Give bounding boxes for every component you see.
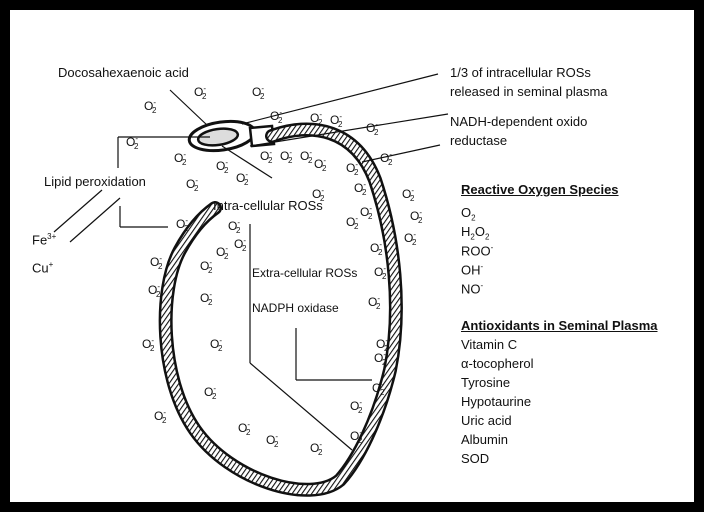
superoxide-marker: O-2 <box>310 440 323 458</box>
superoxide-marker: O-2 <box>366 120 379 138</box>
superoxide-marker: O-2 <box>346 160 359 178</box>
ros-list-title: Reactive Oxygen Species <box>461 182 619 197</box>
antioxidant-item: SOD <box>461 451 490 466</box>
intracellular-release-label-line2: released in seminal plasma <box>450 84 608 99</box>
extracellular-ros-label: Extra-cellular ROSs <box>252 266 358 280</box>
superoxide-marker: O-2 <box>300 148 313 166</box>
superoxide-marker: O-2 <box>368 294 381 312</box>
ros-item-superoxide: O2 <box>461 205 476 223</box>
superoxide-marker: O-2 <box>174 150 187 168</box>
superoxide-marker: O-2 <box>186 176 199 194</box>
dha-label: Docosahexaenoic acid <box>58 65 189 80</box>
antioxidant-item: Vitamin C <box>461 337 518 352</box>
ros-item-peroxyl: ROO- <box>461 243 494 259</box>
superoxide-marker: O-2 <box>236 170 249 188</box>
antioxidant-item: Hypotaurine <box>461 394 532 409</box>
diagram-panel: Docosahexaenoic acid 1/3 of intracellula… <box>10 10 694 502</box>
superoxide-marker: O-2 <box>360 204 373 222</box>
superoxide-marker: O-2 <box>148 282 161 300</box>
superoxide-marker: O-2 <box>238 420 251 438</box>
superoxide-marker: O-2 <box>370 240 383 258</box>
superoxide-marker: O-2 <box>280 148 293 166</box>
intracellular-ros-label: Intra-cellular ROSs <box>213 198 323 213</box>
sperm-tail <box>158 122 403 497</box>
superoxide-marker: O-2 <box>314 156 327 174</box>
superoxide-marker: O-2 <box>350 428 363 446</box>
superoxide-marker: O-2 <box>216 244 229 262</box>
superoxide-marker: O-2 <box>312 186 325 204</box>
leader-lines <box>53 73 449 451</box>
superoxide-marker: O-2 <box>402 186 415 204</box>
superoxide-marker: O-2 <box>374 264 387 282</box>
superoxide-marker: O-2 <box>260 148 273 166</box>
nadh-label-line2: reductase <box>450 133 508 148</box>
superoxide-marker: O-2 <box>410 208 423 226</box>
superoxide-marker: O-2 <box>234 236 247 254</box>
cu-label: Cu+ <box>32 260 54 276</box>
superoxide-marker: O-2 <box>150 254 163 272</box>
ros-item-nitric-oxide: NO- <box>461 281 484 297</box>
superoxide-marker: O-2 <box>330 112 343 130</box>
antioxidants-title: Antioxidants in Seminal Plasma <box>461 318 658 333</box>
superoxide-marker: O-2 <box>176 216 189 234</box>
ros-item-hydrogen-peroxide: H2O2 <box>461 224 490 242</box>
antioxidant-item: Tyrosine <box>461 375 511 390</box>
superoxide-marker: O-2 <box>200 258 213 276</box>
antioxidant-item: Albumin <box>461 432 508 447</box>
superoxide-marker: O-2 <box>346 214 359 232</box>
antioxidant-item: α-tocopherol <box>461 356 534 371</box>
superoxide-marker: O-2 <box>228 218 241 236</box>
superoxide-marker: O-2 <box>266 432 279 450</box>
nadh-label-line1: NADH-dependent oxido <box>450 114 588 129</box>
lipid-peroxidation-label: Lipid peroxidation <box>44 174 146 189</box>
nadph-oxidase-label: NADPH oxidase <box>252 301 339 315</box>
superoxide-marker: O-2 <box>216 158 229 176</box>
superoxide-marker: O-2 <box>126 134 139 152</box>
ros-item-hydroxyl: OH- <box>461 262 484 278</box>
superoxide-marker: O-2 <box>404 230 417 248</box>
superoxide-marker: O-2 <box>204 384 217 402</box>
superoxide-marker: O-2 <box>374 350 387 368</box>
superoxide-marker: O-2 <box>144 98 157 116</box>
superoxide-marker: O-2 <box>380 150 393 168</box>
fe-label: Fe3+ <box>32 232 57 248</box>
superoxide-marker: O-2 <box>154 408 167 426</box>
sperm-head <box>187 119 276 153</box>
superoxide-marker: O-2 <box>376 336 389 354</box>
superoxide-marker: O-2 <box>194 84 207 102</box>
superoxide-marker: O-2 <box>210 336 223 354</box>
superoxide-marker: O-2 <box>200 290 213 308</box>
superoxide-marker: O-2 <box>142 336 155 354</box>
superoxide-marker: O-2 <box>372 380 385 398</box>
sperm-diagram <box>53 73 449 497</box>
superoxide-marker: O-2 <box>310 110 323 128</box>
superoxide-marker: O-2 <box>252 84 265 102</box>
intracellular-release-label-line1: 1/3 of intracellular ROSs <box>450 65 591 80</box>
superoxide-marker: O-2 <box>350 398 363 416</box>
antioxidant-item: Uric acid <box>461 413 512 428</box>
superoxide-marker: O-2 <box>270 108 283 126</box>
superoxide-marker: O-2 <box>354 180 367 198</box>
